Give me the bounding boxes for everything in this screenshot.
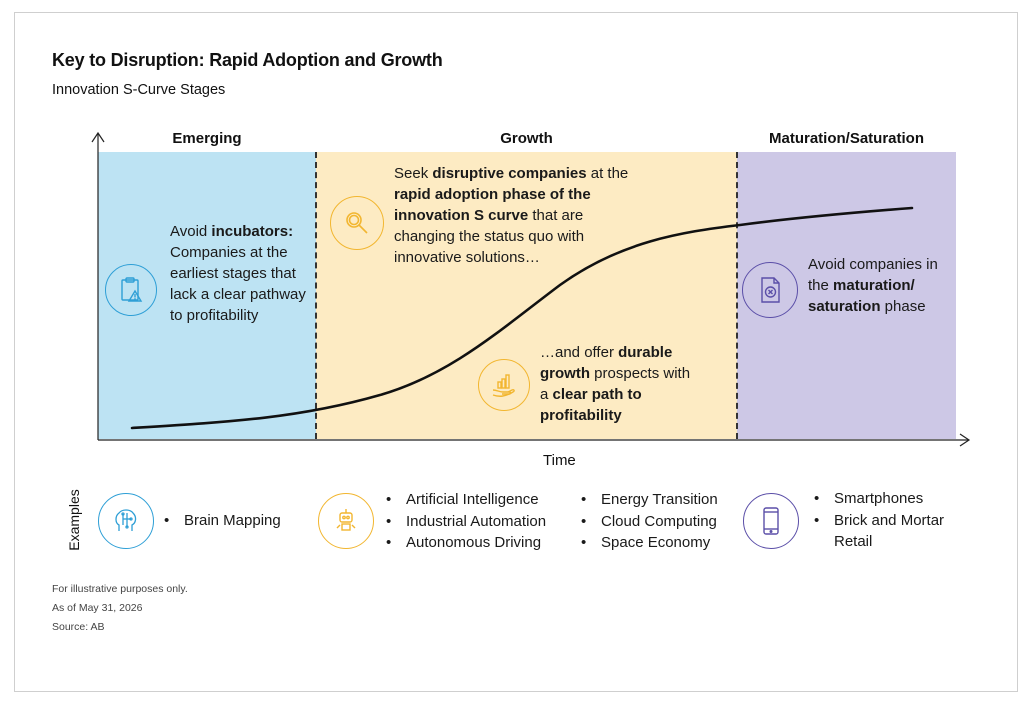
- list-item: Energy Transition: [579, 489, 718, 511]
- note-emerging: Avoid incubators: Companies at the earli…: [170, 223, 306, 324]
- chart-frame: [14, 12, 1018, 692]
- x-axis-arrow: [959, 433, 971, 447]
- magnifier-icon: [330, 196, 384, 250]
- examples-label: Examples: [66, 489, 82, 551]
- footnote: As of May 31, 2026: [52, 602, 143, 614]
- hand-growth-chart-icon: [478, 359, 530, 411]
- note-maturation: Avoid companies in the maturation/ satur…: [808, 256, 938, 315]
- stage-divider: [736, 152, 738, 439]
- footnote: For illustrative purposes only.: [52, 583, 188, 595]
- examples-list-growth-col1: Artificial Intelligence Industrial Autom…: [384, 489, 546, 554]
- examples-list-emerging: Brain Mapping: [162, 510, 281, 532]
- stage-label-emerging: Emerging: [172, 130, 242, 147]
- s-curve-line: [130, 206, 914, 430]
- smartphone-icon: [743, 493, 799, 549]
- note-growth-bottom: …and offer durable growth prospects with…: [540, 344, 691, 424]
- list-item: Autonomous Driving: [384, 532, 546, 554]
- list-item: Space Economy: [579, 532, 718, 554]
- list-item: Smartphones: [812, 488, 962, 510]
- list-item: Industrial Automation: [384, 511, 546, 533]
- y-axis-arrow: [91, 131, 105, 143]
- stage-divider: [315, 152, 317, 439]
- footnote: Source: AB: [52, 621, 105, 633]
- list-item: Brain Mapping: [162, 510, 281, 532]
- stage-label-growth: Growth: [500, 130, 553, 147]
- robot-icon: [318, 493, 374, 549]
- stage-label-maturation: Maturation/Saturation: [768, 130, 924, 147]
- page-subtitle: Innovation S-Curve Stages: [52, 82, 226, 98]
- list-item: Artificial Intelligence: [384, 489, 546, 511]
- document-x-icon: [742, 262, 798, 318]
- brain-circuit-icon: [98, 493, 154, 549]
- x-axis-label: Time: [543, 452, 576, 469]
- list-item: Cloud Computing: [579, 511, 718, 533]
- examples-list-maturation: Smartphones Brick and Mortar Retail: [812, 488, 962, 553]
- clipboard-warning-icon: [105, 264, 157, 316]
- list-item: Brick and Mortar Retail: [812, 510, 962, 553]
- note-growth-top: Seek disruptive companies at the rapid a…: [394, 165, 629, 266]
- examples-list-growth-col2: Energy Transition Cloud Computing Space …: [579, 489, 718, 554]
- page-title: Key to Disruption: Rapid Adoption and Gr…: [52, 50, 443, 70]
